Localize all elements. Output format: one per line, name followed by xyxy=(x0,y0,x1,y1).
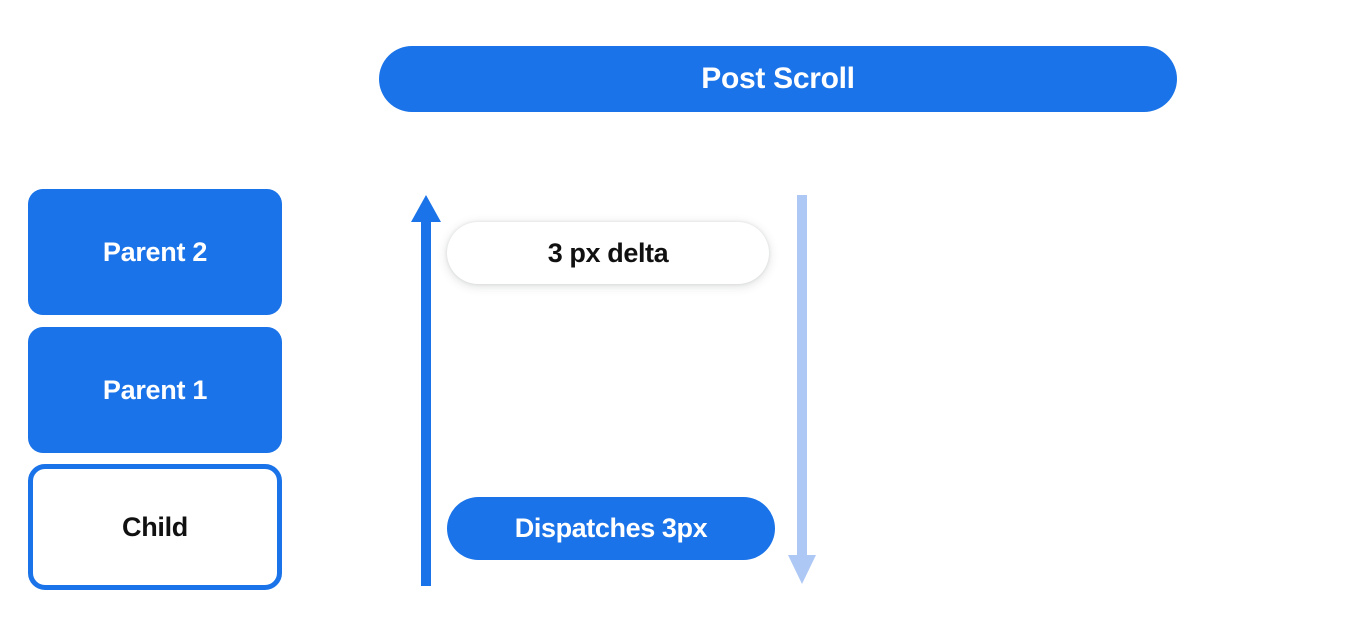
stack-box-label: Parent 2 xyxy=(102,236,208,267)
stack-box-child: Child xyxy=(28,464,282,590)
stack-box-label: Parent 1 xyxy=(102,374,208,405)
callout-delta-label: 3 px delta xyxy=(547,237,669,268)
scroll-down-arrow-icon xyxy=(788,195,816,584)
diagram-title-bar: Post Scroll xyxy=(379,46,1177,112)
stack-box-parent-1: Parent 1 xyxy=(28,327,282,453)
callout-delta: 3 px delta xyxy=(447,222,769,284)
stack-box-label: Child xyxy=(122,511,188,542)
page-title: Post Scroll xyxy=(701,62,855,95)
callout-dispatches: Dispatches 3px xyxy=(447,497,775,560)
stack-box-parent-2: Parent 2 xyxy=(28,189,282,315)
scroll-up-arrow-icon xyxy=(411,195,441,586)
callout-dispatches-label: Dispatches 3px xyxy=(514,513,708,543)
